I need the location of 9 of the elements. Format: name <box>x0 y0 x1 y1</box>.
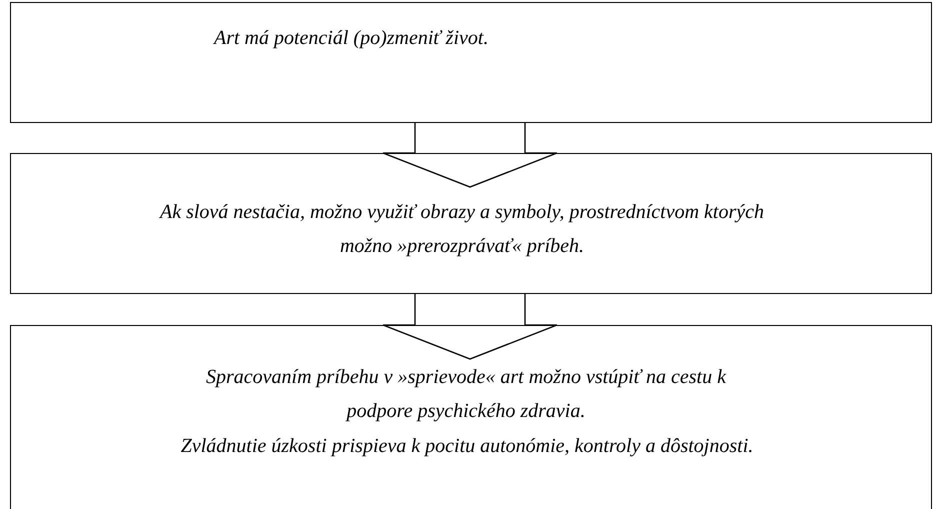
box-text: Art má potenciál (po)zmeniť život. <box>214 26 490 51</box>
text-box <box>10 153 932 294</box>
block-arrow <box>382 122 558 188</box>
text-box <box>10 2 932 123</box>
box-text: Spracovaním príbehu v »sprievode« art možno vstúpiť na cestu k podpore psychického zdravia. <box>205 365 728 424</box>
box-text: Zvládnutie úzkosti prispieva k pocitu autonómie, kontroly a dôstojnosti. <box>180 434 754 459</box>
box-text: Ak slová nestačia, možno využiť obrazy a symboly, prostredníctvom ktorých možno »prerozprávať« príbeh. <box>158 200 765 259</box>
text-box <box>10 325 932 509</box>
block-arrow <box>382 293 558 360</box>
